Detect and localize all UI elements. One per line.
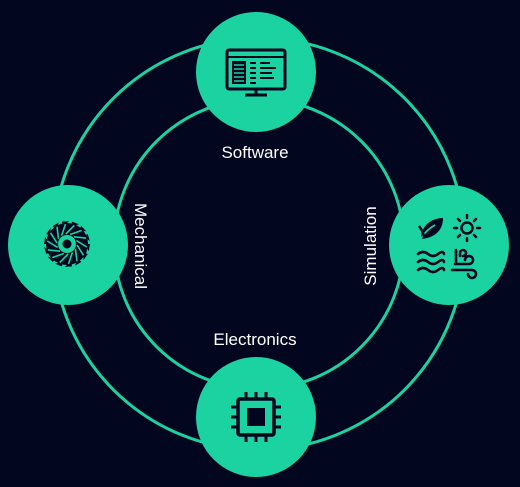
environment-icon	[416, 213, 482, 280]
turbine-blade-edge	[56, 226, 60, 239]
chip-icon	[231, 392, 281, 442]
turbine-icon	[44, 221, 90, 267]
turbine-blade-edge	[73, 236, 87, 239]
monitor-icon	[225, 48, 287, 97]
turbine-blade-edge	[47, 249, 61, 252]
turbine-blade	[52, 222, 59, 230]
turbine-blade-edge	[69, 229, 82, 236]
turbine-blade-edge	[49, 232, 58, 244]
software-label: Software	[221, 143, 289, 162]
turbine-blade-edge	[52, 252, 65, 259]
electronics-label: Electronics	[213, 330, 297, 349]
turbine-blade-edge	[59, 253, 69, 264]
simulation-label: Simulation	[361, 206, 380, 286]
mechanical-label: Mechanical	[131, 203, 150, 289]
turbine-blade-edge	[74, 249, 78, 262]
turbine-blade	[75, 258, 82, 266]
turbine-blade-edge	[75, 239, 88, 248]
turbine-blade-edge	[76, 244, 85, 256]
simulation-node	[389, 185, 509, 305]
turbine-blade-edge	[65, 224, 75, 235]
turbine-blade-edge	[46, 240, 59, 249]
turbine-blade-edge	[67, 252, 74, 265]
turbine-blade-edge	[60, 223, 67, 236]
